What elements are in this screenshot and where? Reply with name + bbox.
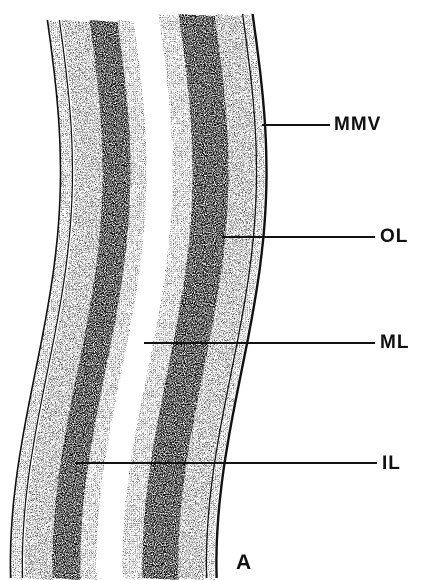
label-mmv: MMV xyxy=(334,115,381,134)
label-ml: ML xyxy=(380,333,409,352)
label-ol: OL xyxy=(380,227,408,246)
panel-letter: A xyxy=(236,552,251,573)
label-il: IL xyxy=(382,454,401,473)
